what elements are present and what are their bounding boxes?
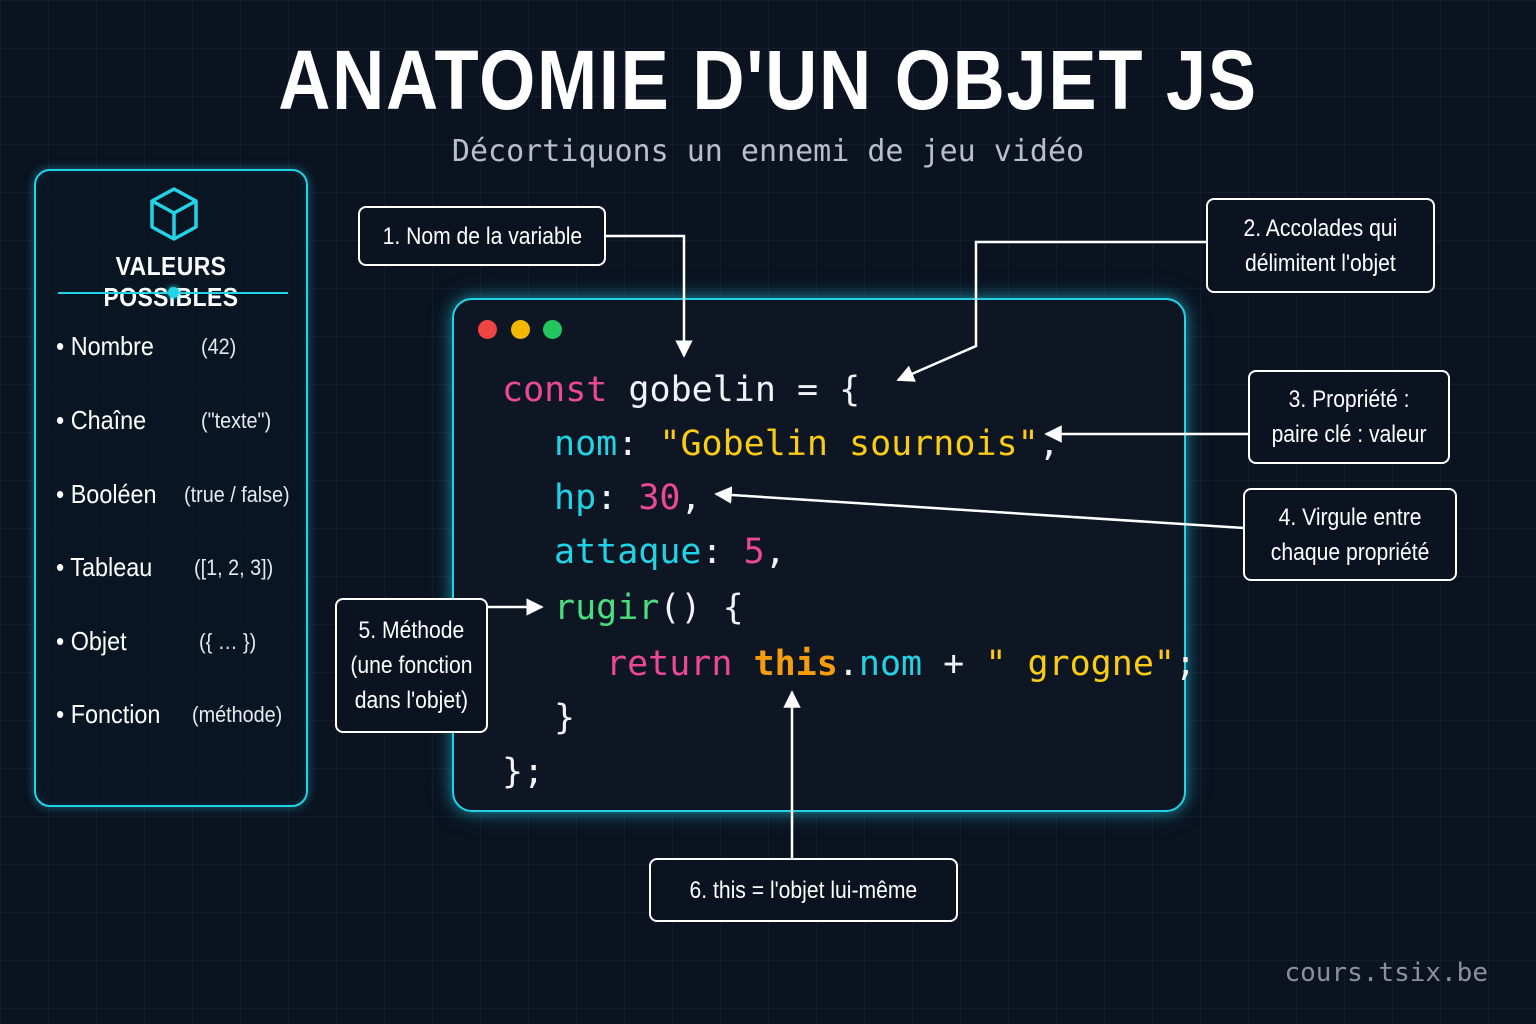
value-example: ([1, 2, 3])	[194, 555, 274, 580]
values-panel: VALEURS POSSIBLES • Nombre (42) • Chaîne…	[34, 169, 308, 807]
code-window: const gobelin = { nom: "Gobelin sournois…	[452, 298, 1196, 812]
arrow-braces	[896, 240, 1206, 382]
value-example: ({ … })	[199, 629, 257, 654]
value-example: (méthode)	[192, 702, 283, 727]
arrow-variable-name	[606, 234, 693, 358]
callout-this: 6. this = l'objet lui-même	[649, 858, 958, 922]
code-property: nom	[858, 644, 923, 684]
code-line-8: };	[502, 752, 545, 792]
callout-text: 5. Méthode	[358, 617, 465, 644]
callout-text: dans l'objet)	[354, 687, 469, 714]
callout-text: 3. Propriété :	[1288, 386, 1410, 413]
callout-text: paire clé : valeur	[1271, 421, 1427, 448]
value-item-array: • Tableau ([1, 2, 3])	[56, 552, 306, 586]
code-line-4: attaque: 5,	[554, 532, 786, 572]
code-punctuation: ,	[680, 478, 702, 518]
code-function-name: rugir	[554, 588, 660, 628]
value-item-object: • Objet ({ … })	[56, 626, 306, 660]
code-line-1: const gobelin = {	[502, 370, 860, 410]
code-keyword: return	[606, 644, 733, 684]
value-item-number: • Nombre (42)	[56, 331, 306, 365]
code-property: nom	[554, 424, 618, 464]
callout-text: 1. Nom de la variable	[382, 222, 582, 250]
code-string: "Gobelin sournois"	[659, 424, 1039, 464]
code-line-2: nom: "Gobelin sournois",	[554, 424, 1060, 464]
code-number: 30	[638, 478, 681, 518]
code-line-5: rugir() {	[554, 588, 744, 628]
code-number: 5	[743, 532, 765, 572]
code-punctuation: :	[596, 478, 639, 518]
code-punctuation: ,	[764, 532, 786, 572]
cube-icon	[150, 187, 198, 241]
value-example: (true / false)	[184, 482, 290, 507]
callout-text: 6. this = l'objet lui-même	[689, 876, 918, 904]
code-line-7: }	[554, 698, 576, 738]
value-item-function: • Fonction (méthode)	[56, 699, 306, 733]
value-name: • Nombre	[56, 331, 154, 361]
page-title: ANATOMIE D'UN OBJET JS	[278, 33, 1258, 127]
callout-braces: 2. Accolades qui délimitent l'objet	[1206, 198, 1435, 293]
window-minimize-dot	[511, 320, 530, 339]
callout-text: délimitent l'objet	[1245, 249, 1396, 277]
callout-text: chaque propriété	[1270, 538, 1430, 566]
code-variable-name: gobelin	[607, 370, 776, 410]
code-line-3: hp: 30,	[554, 478, 702, 518]
value-example: ("texte")	[201, 408, 272, 433]
value-name: • Tableau	[56, 552, 153, 582]
value-example: (42)	[201, 334, 237, 359]
value-item-string: • Chaîne ("texte")	[56, 405, 306, 439]
callout-method: 5. Méthode (une fonction dans l'objet)	[335, 598, 488, 733]
window-close-dot	[478, 320, 497, 339]
footer-site: cours.tsix.be	[1284, 958, 1489, 988]
code-this-keyword: this	[753, 644, 838, 684]
code-punctuation: () {	[659, 588, 744, 628]
callout-text: 2. Accolades qui	[1243, 214, 1398, 242]
callout-text: (une fonction	[350, 652, 473, 679]
code-operator: +	[922, 644, 986, 684]
callout-text: 4. Virgule entre	[1278, 503, 1422, 531]
value-item-boolean: • Booléen (true / false)	[56, 479, 306, 513]
code-property: attaque	[554, 532, 702, 572]
panel-divider-dot	[168, 287, 179, 298]
callout-comma: 4. Virgule entre chaque propriété	[1243, 488, 1457, 581]
window-maximize-dot	[543, 320, 562, 339]
value-name: • Chaîne	[56, 405, 147, 435]
code-line-6: return this.nom + " grogne";	[606, 644, 1196, 684]
code-keyword: const	[502, 370, 608, 410]
value-name: • Booléen	[56, 479, 157, 509]
code-punctuation: = {	[775, 370, 861, 410]
code-punctuation: :	[617, 424, 660, 464]
value-name: • Objet	[56, 626, 127, 656]
code-punctuation: .	[837, 644, 859, 684]
code-property: hp	[554, 478, 597, 518]
page-subtitle: Décortiquons un ennemi de jeu vidéo	[451, 134, 1085, 169]
code-punctuation: ;	[1174, 644, 1197, 684]
code-punctuation: :	[701, 532, 744, 572]
code-string: " grogne"	[985, 644, 1175, 684]
callout-variable-name: 1. Nom de la variable	[358, 206, 606, 266]
arrow-comma	[714, 486, 1245, 530]
value-name: • Fonction	[56, 699, 161, 729]
callout-property: 3. Propriété : paire clé : valeur	[1248, 370, 1450, 464]
